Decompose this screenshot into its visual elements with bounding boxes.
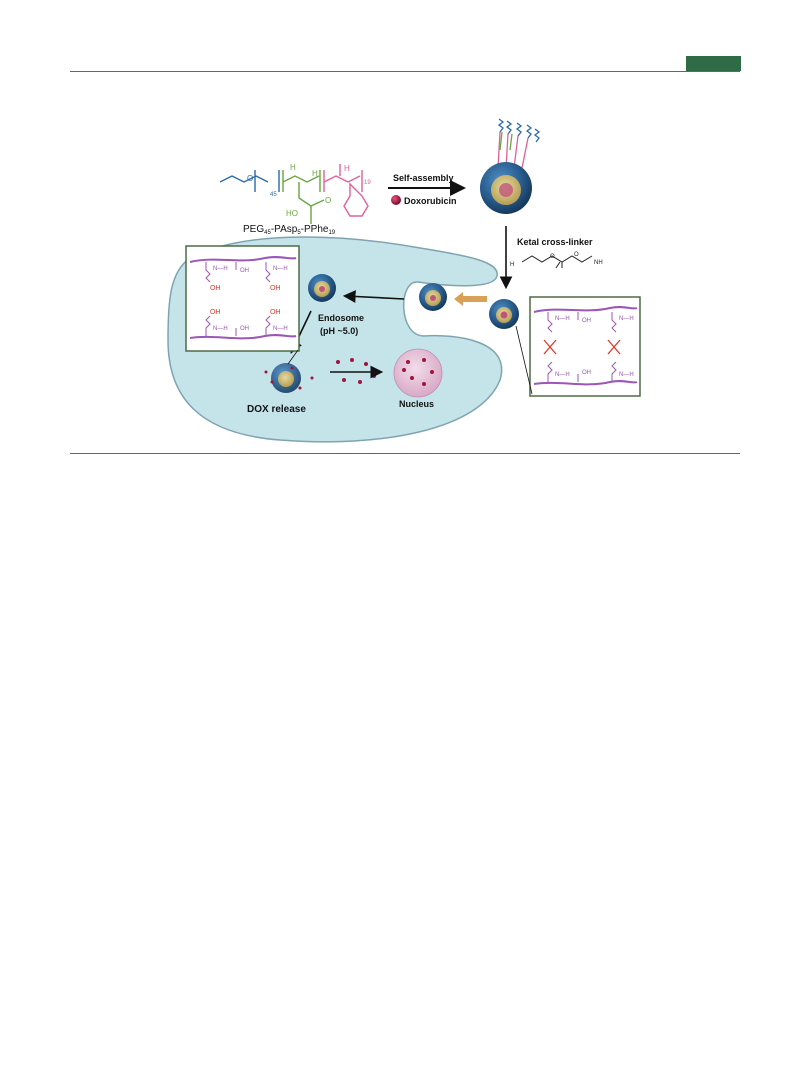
inset-left-nh-4: N—H (273, 326, 288, 332)
inset-right-oh-2: OH (582, 370, 591, 376)
inset-right-nh-3: N—H (555, 372, 570, 378)
figure-bottom-rule (70, 453, 740, 454)
crosslinker-structure (521, 255, 593, 269)
dox-release-label: DOX release (247, 404, 306, 415)
endosome-ph-label: (pH ~5.0) (320, 326, 358, 336)
crosslinker-label: Ketal cross-linker (517, 237, 593, 247)
pasp-o-label: O (325, 196, 331, 205)
endocytosis-arrow (342, 290, 405, 303)
disassembling-micelle (264, 363, 314, 393)
inset-right-nh-1: N—H (555, 316, 570, 322)
pasp-h2-label: H (312, 169, 318, 178)
released-drug-dots (336, 358, 376, 384)
inset-right-nh-4: N—H (619, 372, 634, 378)
intact-crosslink-inset (529, 296, 641, 397)
pasp-h-label: H (290, 163, 296, 172)
inset-right-pointer (515, 325, 533, 395)
polymer-structure: O 45 H H O HO H 19 (219, 163, 371, 224)
pphe-repeat-count: 19 (364, 180, 371, 186)
section-tab (686, 56, 741, 71)
crosslinker-o-left: O (550, 254, 555, 260)
inset-left-oh-red-1: OH (210, 285, 221, 292)
crosslinked-micelle (489, 299, 519, 329)
pasp-ho-label: HO (286, 209, 298, 218)
header-rule (70, 71, 740, 72)
self-assembly-label: Self-assembly (393, 173, 454, 183)
inset-left-oh-red-2: OH (270, 285, 281, 292)
inset-left-nh-3: N—H (213, 326, 228, 332)
inset-right-nh-2: N—H (619, 316, 634, 322)
peg-repeat-count: 45 (270, 192, 277, 198)
inset-left-pointer (287, 349, 299, 365)
nucleus-label: Nucleus (399, 399, 434, 409)
inset-left-nh-1: N—H (213, 266, 228, 272)
inset-right-oh-1: OH (582, 318, 591, 324)
inset-left-oh-red-3: OH (210, 309, 221, 316)
doxorubicin-label: Doxorubicin (404, 196, 457, 206)
crosslinker-amine-right: NH (594, 260, 603, 266)
inset-left-nh-2: N—H (273, 266, 288, 272)
inset-left-oh-red-4: OH (270, 309, 281, 316)
nucleus (393, 348, 443, 398)
inset-left-oh-1: OH (240, 268, 249, 274)
crosslinker-amine-left: H (510, 262, 514, 268)
inset-left-oh-2: OH (240, 326, 249, 332)
drug-loaded-micelle (480, 118, 541, 214)
polymer-name-label: PEG45-PAsp5-PPhe19 (243, 224, 336, 236)
crosslinker-o-right: O (574, 252, 579, 258)
endosome-label: Endosome (318, 313, 364, 323)
peg-oxygen-label: O (247, 174, 253, 183)
uptake-arrow (454, 292, 487, 306)
endosome-micelle (308, 274, 336, 302)
cleaved-crosslink-inset (185, 245, 300, 352)
pphe-h-label: H (344, 164, 350, 173)
doxorubicin-icon (391, 195, 401, 205)
internalizing-micelle (419, 283, 447, 311)
